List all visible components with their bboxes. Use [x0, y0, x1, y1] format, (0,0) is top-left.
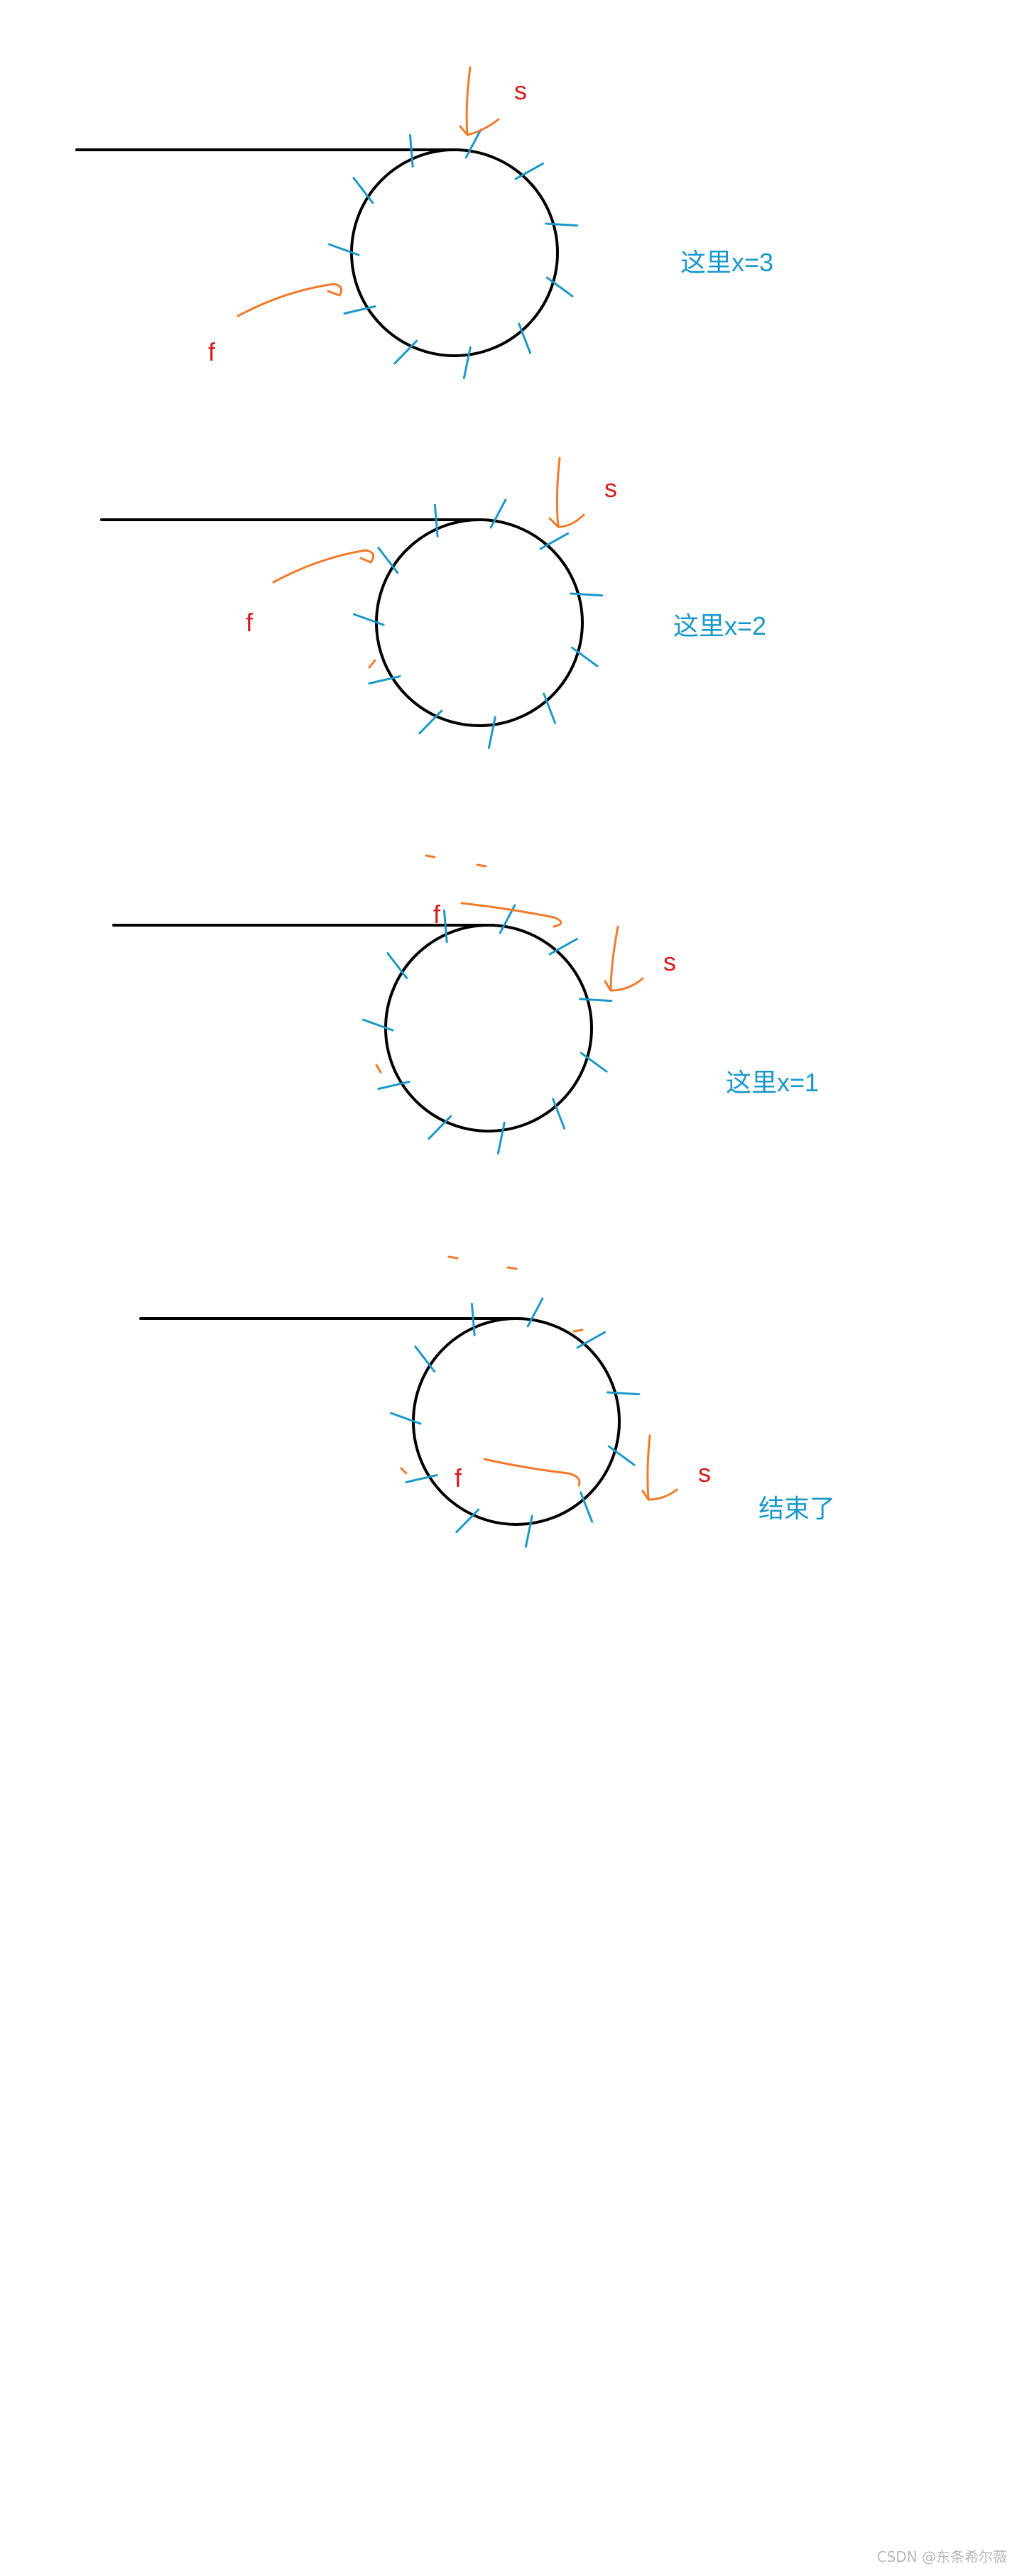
panel-1-node-tick	[343, 305, 376, 315]
panel-3-note: 这里x=1	[726, 1068, 820, 1097]
panel-4-note: 结束了	[758, 1494, 836, 1523]
panel-3-fast-label: f	[433, 900, 441, 929]
stray-mark	[368, 659, 376, 669]
panel-2-slow-label: s	[604, 474, 617, 503]
stray-mark	[476, 863, 487, 868]
panel-3-node-tick	[580, 1052, 608, 1073]
stray-mark	[375, 1064, 382, 1074]
panel-2-node-tick	[539, 532, 570, 550]
panel-2-node-tick	[352, 613, 385, 626]
panel-3-node-tick	[361, 1018, 394, 1032]
panel-4-node-tick	[576, 1331, 607, 1349]
panel-3-node-tick	[377, 1081, 410, 1090]
panel-3-fast-pointer-arrow	[460, 902, 562, 928]
panel-4-node-tick	[524, 1515, 533, 1548]
panel-1-node-tick	[393, 339, 418, 365]
panel-2-node-tick	[418, 709, 443, 735]
panel-4-slow-pointer-arrow	[641, 1434, 678, 1501]
panel-2-fast-label: f	[246, 608, 254, 637]
panel-1-cycle-circle	[350, 148, 559, 357]
panel-4-node-tick	[607, 1445, 636, 1466]
panel-4-node-tick	[580, 1491, 594, 1523]
panel-1-fast-label: f	[208, 337, 216, 366]
panel-2-node-tick	[368, 675, 401, 684]
panel-4-fast-pointer-arrow	[483, 1458, 581, 1487]
watermark: CSDN @东条希尔薇	[876, 2548, 1007, 2565]
stray-mark	[425, 854, 436, 858]
panel-4-node-tick	[607, 1391, 641, 1396]
panel-4-cycle-circle	[412, 1317, 621, 1526]
panel-4-fast-label: f	[455, 1463, 462, 1492]
panel-3-node-tick	[442, 909, 448, 944]
stray-mark	[400, 1467, 408, 1475]
panel-4-node-tick	[389, 1412, 422, 1425]
panel-2-node-tick	[489, 498, 507, 529]
panel-2-node-tick	[487, 716, 496, 749]
panel-1-slow-pointer-arrow	[459, 66, 500, 136]
panel-3-slow-pointer-arrow	[604, 925, 644, 992]
panel-1-note: 这里x=3	[680, 248, 774, 277]
panel-2-cycle-circle	[375, 518, 584, 727]
panel-3-node-tick	[496, 1121, 506, 1155]
panel-4-node-tick	[405, 1474, 438, 1483]
panel-2-fast-pointer-arrow	[272, 549, 375, 584]
panel-1-slow-label: s	[514, 76, 527, 105]
panel-3-slow-label: s	[663, 947, 676, 976]
panel-2-node-tick	[377, 547, 399, 574]
panel-1-node-tick	[518, 322, 532, 354]
stray-mark	[506, 1266, 518, 1270]
panel-2-note: 这里x=2	[673, 611, 767, 640]
panel-1-node-tick	[327, 243, 360, 256]
panel-1-fast-pointer-arrow	[236, 283, 343, 317]
panel-3-node-tick	[386, 952, 408, 980]
panel-4-node-tick	[414, 1346, 436, 1373]
panel-1-node-tick	[352, 177, 374, 204]
panel-2-node-tick	[543, 692, 557, 724]
panel-4-node-tick	[470, 1302, 476, 1337]
panel-1-node-tick	[545, 276, 574, 298]
panel-2-node-tick	[570, 592, 604, 597]
panel-3-node-tick	[428, 1115, 452, 1140]
panel-4-node-tick	[526, 1297, 544, 1328]
panel-2-node-tick	[570, 646, 599, 667]
panel-1-node-tick	[545, 222, 579, 227]
panel-3-node-tick	[579, 998, 613, 1003]
panel-4-node-tick	[455, 1508, 480, 1534]
panel-3-cycle-circle	[384, 924, 593, 1133]
panel-1-node-tick	[464, 129, 482, 159]
panel-3-node-tick	[552, 1098, 566, 1130]
stray-mark	[572, 1328, 584, 1333]
panel-1-node-tick	[514, 162, 545, 180]
panel-4-slow-label: s	[698, 1458, 711, 1488]
panel-2-slow-pointer-arrow	[548, 457, 585, 528]
panel-1-node-tick	[408, 133, 414, 168]
panel-1-node-tick	[462, 346, 472, 379]
panel-2-node-tick	[433, 503, 439, 538]
stray-mark	[447, 1255, 459, 1260]
panel-3-node-tick	[548, 937, 579, 956]
